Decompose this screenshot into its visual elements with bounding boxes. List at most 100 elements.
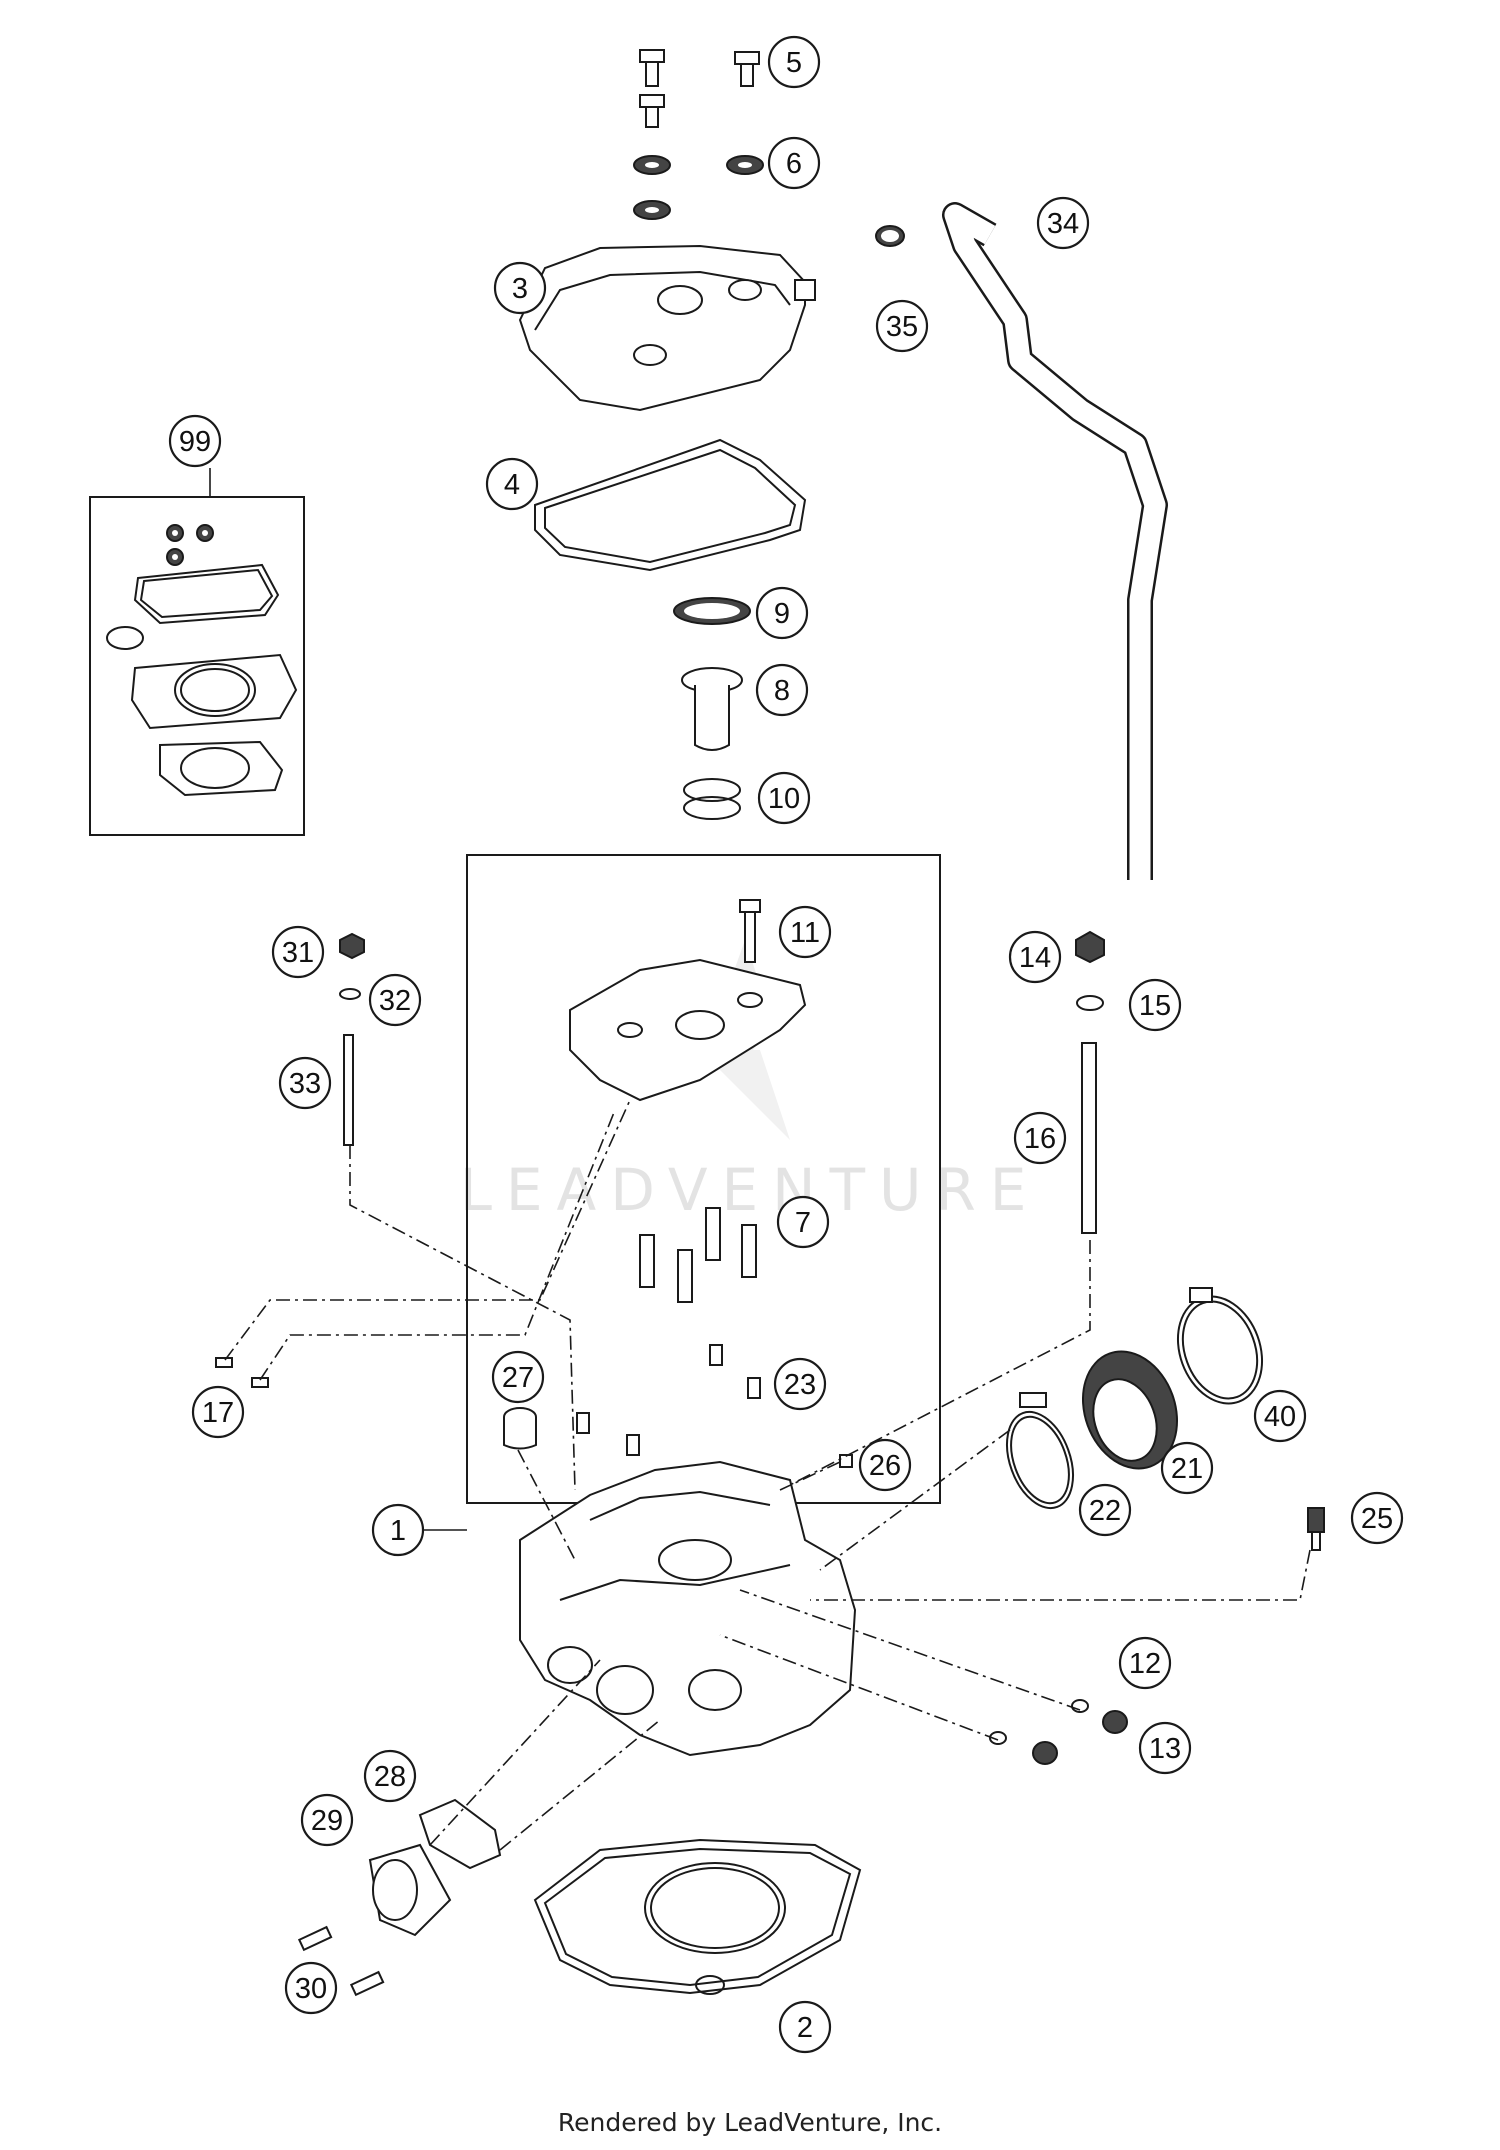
callout-16[interactable]: 16	[1013, 1111, 1067, 1165]
callout-8[interactable]: 8	[755, 663, 809, 717]
svg-text:12: 12	[1129, 1648, 1161, 1680]
callout-34[interactable]: 34	[1036, 196, 1090, 250]
callout-7[interactable]: 7	[776, 1195, 830, 1249]
callout-14[interactable]: 14	[1008, 930, 1062, 984]
callout-12[interactable]: 12	[1118, 1636, 1172, 1690]
valve-guides-7	[639, 1207, 757, 1303]
nut-31	[339, 932, 365, 960]
callout-13[interactable]: 13	[1138, 1721, 1192, 1775]
callout-5[interactable]: 5	[767, 35, 821, 89]
svg-text:1: 1	[390, 1515, 406, 1547]
svg-text:9: 9	[774, 598, 790, 630]
callout-15[interactable]: 15	[1128, 978, 1182, 1032]
svg-text:29: 29	[311, 1805, 343, 1837]
spark-plug-tube-8	[681, 667, 743, 751]
callout-35[interactable]: 35	[875, 299, 929, 353]
svg-text:2: 2	[797, 2012, 813, 2044]
svg-text:14: 14	[1019, 942, 1051, 974]
svg-text:27: 27	[502, 1362, 534, 1394]
cylinder-head-1	[519, 1460, 857, 1757]
callout-10[interactable]: 10	[757, 771, 811, 825]
callout-27[interactable]: 27	[491, 1350, 545, 1404]
head-gasket-2	[533, 1838, 862, 1995]
callout-26[interactable]: 26	[858, 1438, 912, 1492]
seal-ring-9	[673, 597, 751, 625]
svg-text:40: 40	[1264, 1401, 1296, 1433]
svg-text:33: 33	[289, 1068, 321, 1100]
svg-text:13: 13	[1149, 1733, 1181, 1765]
callout-23[interactable]: 23	[773, 1357, 827, 1411]
plug-26	[839, 1454, 853, 1468]
valve-cover-gasket-4	[534, 438, 807, 572]
callout-17[interactable]: 17	[191, 1385, 245, 1439]
svg-text:34: 34	[1047, 208, 1079, 240]
stud-33	[343, 1034, 354, 1146]
svg-text:21: 21	[1171, 1453, 1203, 1485]
stud-16	[1081, 1042, 1097, 1234]
bolt-11	[739, 899, 761, 963]
svg-text:25: 25	[1361, 1503, 1393, 1535]
hose-clamp-35	[875, 225, 905, 247]
svg-text:28: 28	[374, 1761, 406, 1793]
seal-12	[989, 1699, 1089, 1745]
callout-1[interactable]: 1	[371, 1503, 425, 1557]
svg-text:7: 7	[795, 1207, 811, 1239]
svg-text:10: 10	[768, 783, 800, 815]
clamp-40	[1176, 1287, 1264, 1405]
callout-25[interactable]: 25	[1350, 1491, 1404, 1545]
temperature-sensor-25	[1307, 1507, 1325, 1551]
footer-credit: Rendered by LeadVenture, Inc.	[557, 2108, 943, 2137]
callout-9[interactable]: 9	[755, 586, 809, 640]
callout-40[interactable]: 40	[1253, 1389, 1307, 1443]
svg-text:23: 23	[784, 1369, 816, 1401]
o-ring-10	[683, 778, 741, 820]
intake-flange-28	[418, 1798, 502, 1870]
breather-hose-34	[942, 202, 1168, 880]
valve-cover-3	[518, 244, 816, 412]
fitting-27	[503, 1407, 537, 1450]
svg-text:5: 5	[786, 47, 802, 79]
callout-22[interactable]: 22	[1078, 1483, 1132, 1537]
intake-boot-21	[1081, 1350, 1179, 1470]
svg-text:6: 6	[786, 148, 802, 180]
svg-text:30: 30	[295, 1973, 327, 2005]
clamp-22	[1006, 1392, 1074, 1510]
washer-15	[1076, 995, 1104, 1011]
nut-14	[1075, 930, 1105, 964]
intake-manifold-29	[368, 1843, 452, 1937]
callout-99[interactable]: 99	[168, 414, 222, 468]
screws-17	[215, 1357, 269, 1388]
svg-text:22: 22	[1089, 1495, 1121, 1527]
camshaft-carrier	[569, 958, 807, 1102]
callout-6[interactable]: 6	[767, 136, 821, 190]
washer-32	[339, 988, 361, 1000]
gasket-kit-contents	[106, 524, 298, 797]
svg-text:26: 26	[869, 1450, 901, 1482]
svg-text:32: 32	[379, 985, 411, 1017]
watermark-text: LEADVENTURE	[460, 1156, 1041, 1224]
svg-text:8: 8	[774, 675, 790, 707]
callout-2[interactable]: 2	[778, 2000, 832, 2054]
svg-text:15: 15	[1139, 990, 1171, 1022]
callout-31[interactable]: 31	[271, 925, 325, 979]
callout-28[interactable]: 28	[363, 1749, 417, 1803]
callout-3[interactable]: 3	[493, 261, 547, 315]
leader-lines	[209, 468, 1311, 1851]
callout-33[interactable]: 33	[278, 1056, 332, 1110]
callout-30[interactable]: 30	[284, 1961, 338, 2015]
callout-32[interactable]: 32	[368, 973, 422, 1027]
callout-21[interactable]: 21	[1160, 1441, 1214, 1495]
washer-6	[633, 155, 764, 220]
svg-text:11: 11	[790, 917, 820, 949]
callout-4[interactable]: 4	[485, 457, 539, 511]
screw-5	[639, 49, 760, 128]
screws-30	[297, 1925, 385, 1997]
callout-11[interactable]: 11	[778, 905, 832, 959]
dowel-sleeves-23	[576, 1344, 761, 1456]
gasket-kit-frame	[89, 496, 305, 836]
svg-text:3: 3	[512, 273, 528, 305]
plug-13	[1032, 1710, 1128, 1765]
callout-29[interactable]: 29	[300, 1793, 354, 1847]
svg-text:99: 99	[179, 426, 211, 458]
svg-text:31: 31	[282, 937, 314, 969]
